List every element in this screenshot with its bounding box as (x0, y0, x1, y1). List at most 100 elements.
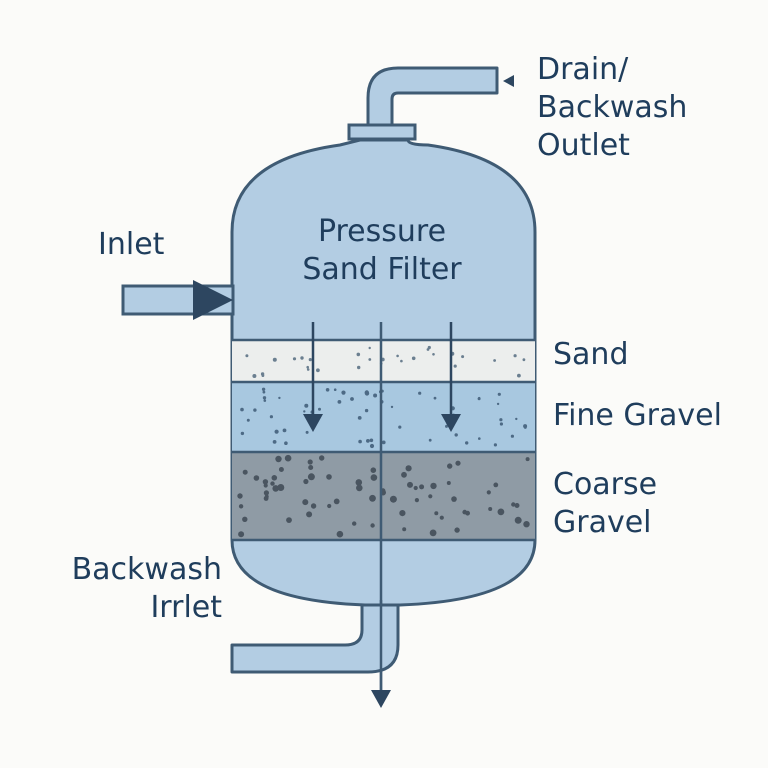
media-grain (272, 440, 277, 444)
media-grain (303, 478, 309, 485)
media-grain (369, 438, 374, 443)
drain-outlet-pipe (366, 66, 499, 132)
media-grain (454, 433, 458, 437)
media-grain (493, 482, 499, 488)
title-line-1: Pressure (317, 214, 447, 249)
media-grain (454, 527, 460, 533)
backwash-inlet-pipe (230, 603, 400, 674)
media-grain (368, 358, 372, 361)
media-grain (514, 503, 520, 508)
media-grain (292, 357, 297, 361)
media-grain (434, 511, 439, 516)
media-grain (493, 359, 496, 362)
media-grain (246, 418, 250, 422)
media-grain (413, 485, 418, 491)
media-grain (478, 437, 481, 440)
media-grain (350, 397, 354, 401)
media-grain (430, 482, 437, 490)
top-flange (347, 123, 417, 141)
media-grain (414, 498, 419, 503)
media-grain (355, 479, 363, 486)
media-grain (523, 426, 527, 429)
sand-label: Sand (553, 336, 628, 374)
media-grain (253, 475, 260, 481)
media-grain (270, 481, 275, 486)
media-grain (486, 490, 491, 495)
fine-gravel-label-text: Fine Gravel (553, 398, 722, 433)
media-grain (462, 509, 468, 515)
media-grain (399, 509, 406, 517)
media-grain (364, 408, 369, 413)
media-grain (274, 429, 279, 434)
media-grain (240, 431, 245, 436)
media-grain (517, 373, 521, 378)
media-grain (307, 459, 313, 465)
media-grain (499, 418, 503, 422)
media-grain (369, 494, 376, 502)
media-grain (356, 484, 363, 492)
media-grain (370, 467, 377, 474)
media-grain (510, 434, 514, 438)
media-grain (402, 527, 407, 532)
media-grain (302, 499, 309, 506)
media-grain (238, 531, 245, 538)
media-grain (261, 374, 265, 377)
media-grain (389, 495, 397, 503)
media-grain (341, 390, 346, 395)
media-grain (263, 483, 268, 488)
media-grain (426, 348, 430, 351)
media-grain (262, 396, 267, 400)
media-grain (286, 517, 292, 523)
media-grain (400, 359, 403, 363)
media-grain (366, 439, 370, 443)
media-grain (262, 390, 266, 394)
media-grain (405, 465, 412, 472)
backwash-label-line-1: Backwash (71, 552, 222, 587)
coarse-label-line-2: Gravel (553, 505, 652, 540)
media-grain (310, 503, 317, 509)
media-grain (373, 393, 378, 398)
media-grain (513, 354, 517, 358)
media-grain (445, 424, 448, 428)
media-grain (429, 529, 437, 537)
media-grain (262, 479, 269, 485)
coarse-gravel-label: Coarse Gravel (553, 466, 657, 542)
media-grain (477, 397, 481, 401)
media-grain (523, 521, 530, 528)
diagram-title: Pressure Sand Filter (232, 213, 532, 289)
media-grain (275, 455, 282, 463)
inlet-label: Inlet (98, 226, 164, 264)
media-grain (461, 355, 465, 359)
media-grain (272, 357, 277, 362)
media-grain (352, 521, 357, 526)
media-grain (357, 365, 361, 370)
media-grain (253, 408, 257, 412)
media-grain (525, 457, 530, 462)
media-grain (327, 503, 332, 509)
media-grain (358, 439, 362, 444)
media-grain (304, 403, 309, 408)
media-grain (237, 493, 243, 499)
backwash-label-line-2: Irrlet (150, 590, 222, 625)
media-grain (522, 358, 526, 362)
media-grain (238, 504, 244, 509)
media-grain (242, 469, 248, 475)
media-grain (325, 388, 330, 392)
media-grain (401, 471, 407, 478)
drain-label-line-1: Drain/ (537, 52, 629, 87)
media-grain (278, 396, 281, 400)
drain-label-line-3: Outlet (537, 128, 630, 163)
media-grain (390, 405, 394, 409)
media-grain (284, 441, 288, 446)
media-grain (306, 365, 310, 369)
media-grain (418, 391, 422, 395)
media-grain (272, 485, 280, 492)
media-grain (303, 410, 306, 413)
media-grain (493, 443, 497, 447)
media-grain (439, 515, 444, 520)
media-grain (396, 354, 399, 358)
outlet-arrow-icon (503, 75, 514, 87)
fine-gravel-layer (232, 382, 535, 452)
media-grain (447, 463, 453, 469)
media-grain (514, 516, 522, 524)
